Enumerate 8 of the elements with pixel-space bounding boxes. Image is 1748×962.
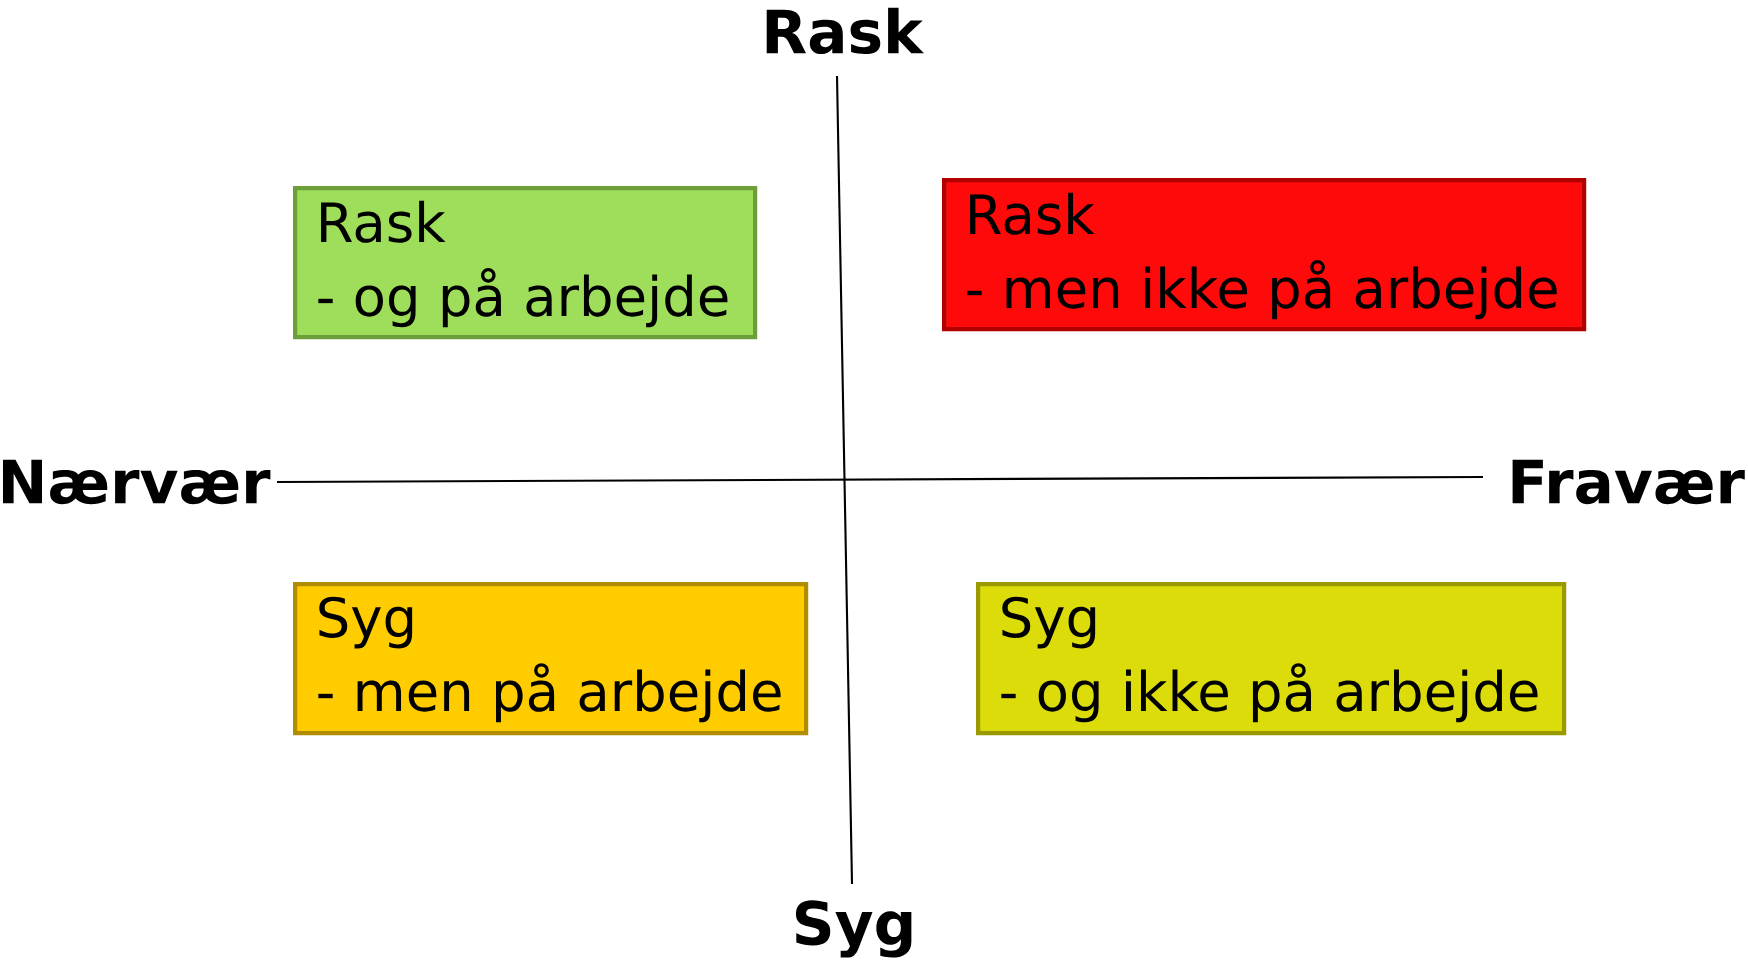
axis-label: Syg	[795, 900, 912, 958]
axis-label: Nærvær	[3, 459, 271, 505]
axis-label: Fravær	[1512, 459, 1745, 505]
quadrant-box: Rask - og på arbejde	[293, 186, 758, 340]
axis-label: Rask	[766, 7, 924, 55]
quadrant-box: Syg - men på arbejde	[293, 582, 809, 736]
quadrant-box: Rask - men ikke på arbejde	[942, 178, 1587, 332]
quadrant-box: Syg - og ikke på arbejde	[976, 582, 1567, 736]
